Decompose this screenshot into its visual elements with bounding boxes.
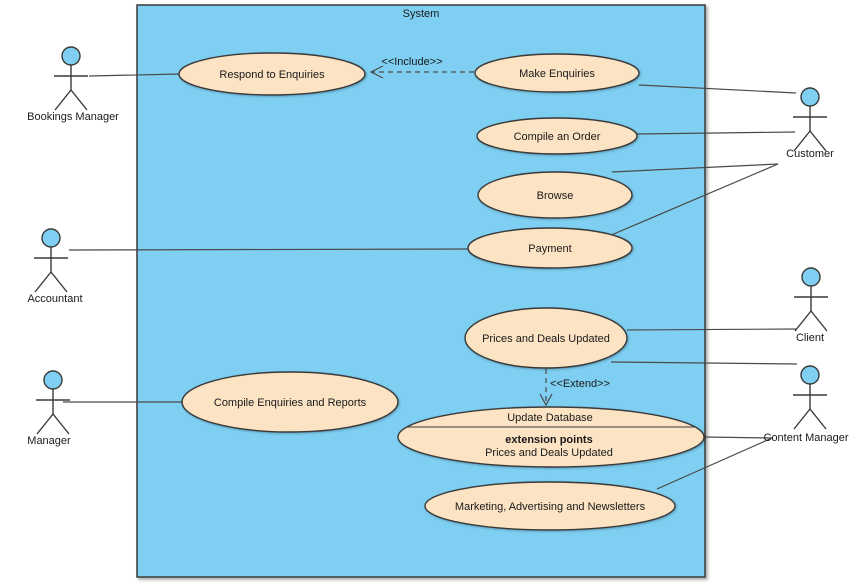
actor-label: Content Manager [764,432,849,444]
usecase-ellipse[interactable] [178,52,366,96]
usecase-make-enquiries[interactable]: Make Enquiries [474,53,640,93]
association-update-database-content-manager[interactable] [703,436,773,439]
actor-leg-icon [54,89,72,111]
extend-arrowhead-icon [539,393,553,407]
include-arrowhead-icon [369,65,384,79]
actor-head-icon [43,370,63,390]
association-browse-customer[interactable] [611,163,779,173]
usecase-marketing-advertising-newsletters[interactable]: Marketing, Advertising and Newsletters [424,481,676,531]
actor-leg-icon [34,271,52,293]
association-marketing-content-manager[interactable] [656,437,773,490]
actor-head-icon [800,365,820,385]
extension-points-value: Prices and Deals Updated [485,447,613,459]
usecase-ellipse[interactable] [397,406,705,468]
actor-leg-icon [793,130,811,152]
actor-client[interactable]: Client [794,267,828,344]
usecase-prices-and-deals-updated[interactable]: Prices and Deals Updated [464,307,628,369]
usecase-compile-enquiries-and-reports[interactable]: Compile Enquiries and Reports [181,371,399,433]
system-boundary[interactable]: System [136,4,706,578]
actor-leg-icon [809,130,827,152]
association-compile-an-order-customer[interactable] [636,131,796,135]
usecase-compile-an-order[interactable]: Compile an Order [476,117,638,155]
usecase-label: Payment [528,243,571,255]
include-label: <<Include>> [381,56,442,68]
association-accountant-payment[interactable] [68,248,470,251]
system-boundary-label: System [403,8,440,20]
association-bookings-manager-respond-to-enquiries[interactable] [88,73,181,77]
association-prices-content-manager[interactable] [610,361,798,365]
usecase-ellipse[interactable] [476,117,638,155]
actor-head-icon [800,87,820,107]
usecase-label: Compile Enquiries and Reports [214,397,367,409]
association-prices-client[interactable] [626,328,797,331]
usecase-label: Respond to Enquiries [219,69,325,81]
usecase-respond-to-enquiries[interactable]: Respond to Enquiries [178,52,366,96]
extension-points-title: extension points [505,434,592,446]
actor-leg-icon [793,408,811,430]
actor-head-icon [61,46,81,66]
actor-manager[interactable]: Manager [27,370,71,447]
actor-leg-icon [70,89,88,111]
usecase-label: Compile an Order [514,131,601,143]
association-payment-customer[interactable] [608,163,779,237]
usecase-ellipse[interactable] [181,371,399,433]
usecase-label: Browse [537,190,574,202]
usecase-label: Update Database [507,412,593,424]
actor-head-icon [41,228,61,248]
actor-label: Bookings Manager [27,111,119,123]
actor-leg-icon [50,271,68,293]
actor-leg-icon [809,408,827,430]
actor-leg-icon [794,310,812,332]
usecase-label: Make Enquiries [519,68,595,80]
extend-label: <<Extend>> [550,378,610,390]
usecase-ellipse[interactable] [474,53,640,93]
usecase-ellipse[interactable] [464,307,628,369]
association-make-enquiries-customer[interactable] [638,84,797,94]
include-relationship[interactable]: <<Include>> [369,56,474,79]
actor-leg-icon [36,413,54,435]
actor-leg-icon [810,310,828,332]
actor-label: Accountant [27,293,82,305]
usecase-label: Prices and Deals Updated [482,333,610,345]
actor-content-manager[interactable]: Content Manager [764,365,849,444]
extend-relationship[interactable]: <<Extend>> [539,369,610,407]
actor-leg-icon [52,413,70,435]
usecase-payment[interactable]: Payment [467,227,633,269]
actor-bookings-manager[interactable]: Bookings Manager [27,46,119,123]
actor-label: Client [796,332,824,344]
usecase-ellipse[interactable] [424,481,676,531]
actor-customer[interactable]: Customer [786,87,834,160]
system-boundary-rect[interactable] [136,4,706,578]
usecase-update-database[interactable]: Update Database extension points Prices … [397,406,705,468]
usecase-ellipse[interactable] [467,227,633,269]
actor-accountant[interactable]: Accountant [27,228,83,305]
actor-head-icon [801,267,821,287]
usecase-browse[interactable]: Browse [477,171,633,219]
usecase-ellipse[interactable] [477,171,633,219]
usecase-label: Marketing, Advertising and Newsletters [455,501,646,513]
actor-label: Customer [786,148,834,160]
actor-label: Manager [27,435,71,447]
